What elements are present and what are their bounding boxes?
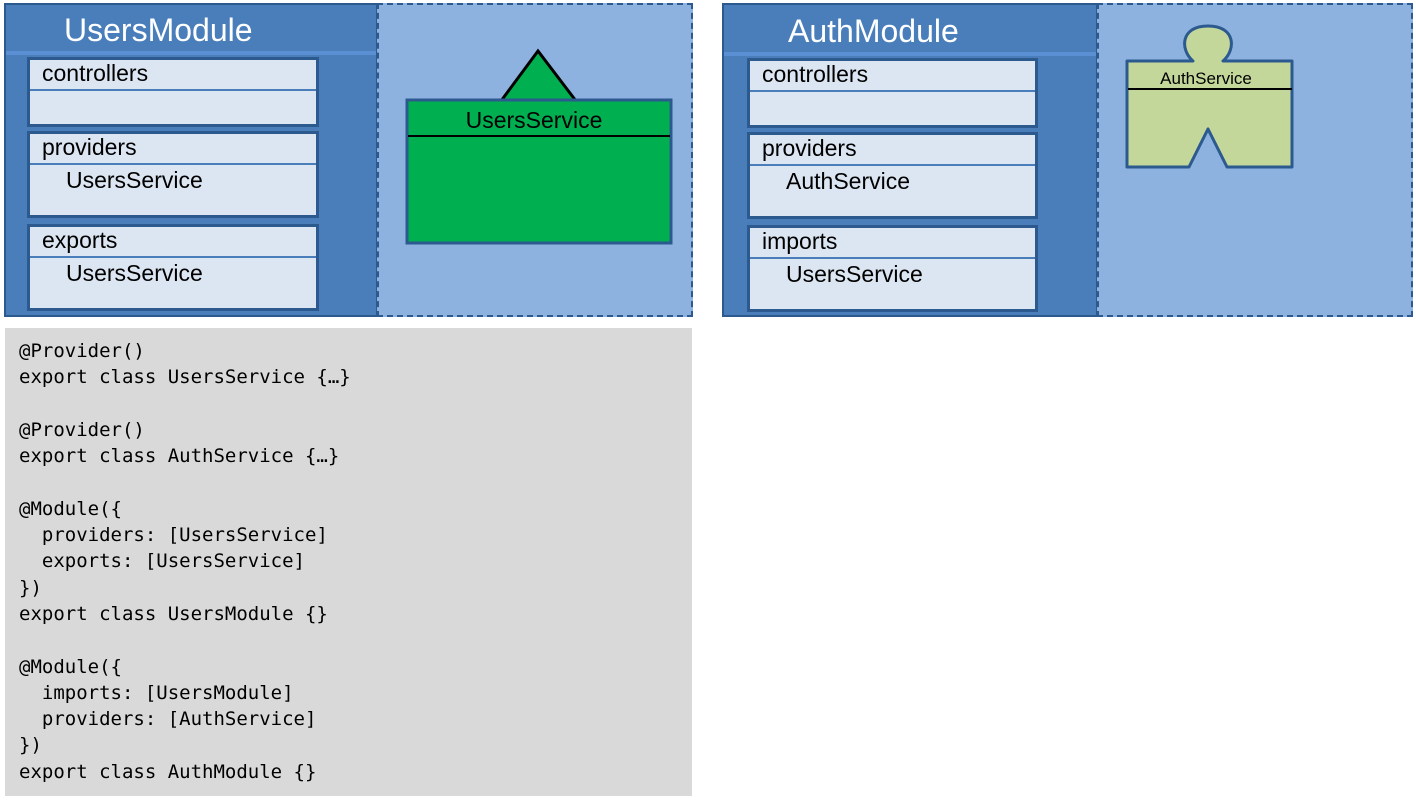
section-heading: providers bbox=[30, 134, 316, 165]
component-label: UsersService bbox=[466, 107, 603, 133]
users-exports-section: exports UsersService bbox=[27, 224, 319, 311]
code-line: @Module({ bbox=[19, 655, 122, 678]
code-line bbox=[19, 627, 692, 653]
code-line: export class UsersService {…} bbox=[19, 366, 351, 389]
section-heading: providers bbox=[750, 135, 1035, 166]
users-controllers-section: controllers bbox=[27, 57, 319, 127]
component-label: AuthService bbox=[1160, 69, 1252, 88]
section-item: AuthService bbox=[786, 168, 911, 194]
section-item: UsersService bbox=[66, 167, 203, 193]
users-module-title: UsersModule bbox=[64, 12, 253, 48]
code-line: export class UsersModule {} bbox=[19, 602, 328, 625]
users-module-title-rule bbox=[6, 51, 376, 55]
code-line bbox=[19, 391, 692, 417]
auth-module-title: AuthModule bbox=[788, 13, 959, 49]
component-shape-with-notch bbox=[1125, 24, 1294, 169]
code-line: }) bbox=[19, 734, 42, 757]
code-block: @Provider() export class UsersService {…}… bbox=[5, 328, 692, 796]
users-providers-section: providers UsersService bbox=[27, 131, 319, 218]
auth-module-title-rule bbox=[724, 52, 1096, 56]
section-heading: controllers bbox=[750, 61, 1035, 92]
code-line: providers: [AuthService] bbox=[19, 708, 317, 731]
code-line: @Provider() bbox=[19, 418, 145, 441]
section-item: UsersService bbox=[786, 261, 923, 287]
code-line: }) bbox=[19, 576, 42, 599]
code-line: export class AuthService {…} bbox=[19, 445, 340, 468]
code-line: export class AuthModule {} bbox=[19, 760, 317, 783]
code-line bbox=[19, 469, 692, 495]
section-heading: imports bbox=[750, 228, 1035, 259]
code-line: @Provider() bbox=[19, 340, 145, 362]
code-line: @Module({ bbox=[19, 497, 122, 520]
users-service-component: UsersService bbox=[405, 48, 673, 245]
component-box bbox=[405, 98, 673, 245]
section-heading: exports bbox=[30, 227, 316, 258]
code-line: imports: [UsersModule] bbox=[19, 681, 294, 704]
auth-providers-section: providers AuthService bbox=[747, 132, 1038, 219]
auth-service-component: AuthService bbox=[1125, 24, 1294, 169]
section-item: UsersService bbox=[66, 260, 203, 286]
code-line: providers: [UsersService] bbox=[19, 524, 328, 547]
section-heading: controllers bbox=[30, 60, 316, 91]
code-line: exports: [UsersService] bbox=[19, 550, 305, 573]
provided-interface-triangle bbox=[498, 48, 580, 103]
auth-imports-section: imports UsersService bbox=[747, 225, 1038, 312]
auth-controllers-section: controllers bbox=[747, 58, 1038, 128]
